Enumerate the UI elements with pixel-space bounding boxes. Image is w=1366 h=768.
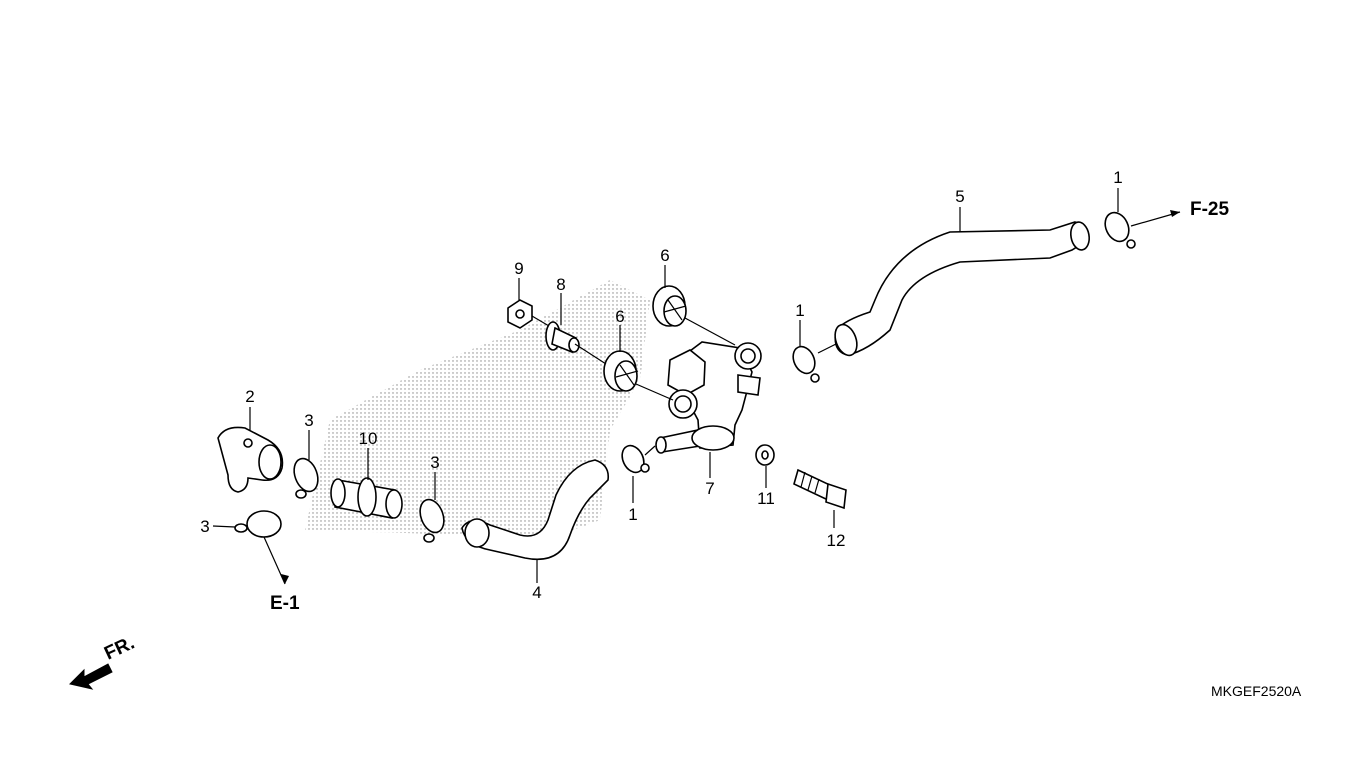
callout-6-upper: 6 [660, 246, 669, 265]
part-11-washer[interactable] [755, 444, 775, 466]
callout-6-lower: 6 [615, 307, 624, 326]
callout-5: 5 [955, 187, 964, 206]
part-3-clamp-middle[interactable] [416, 496, 448, 543]
part-1-clamp-mid[interactable] [789, 343, 820, 383]
part-1-clamp-upper[interactable] [1101, 209, 1136, 249]
direction-label: FR. [101, 633, 138, 665]
reference-link-front[interactable]: F-25 [1190, 199, 1230, 220]
part-1-clamp-lower[interactable] [618, 442, 650, 476]
part-3-clamp-lower[interactable] [234, 510, 282, 538]
callout-1-mid: 1 [795, 301, 804, 320]
callout-1-upper: 1 [1113, 168, 1122, 187]
callout-3-middle: 3 [430, 453, 439, 472]
front-direction-arrow-icon [69, 663, 113, 690]
callout-3-left: 3 [304, 411, 313, 430]
callout-1-lower: 1 [628, 505, 637, 524]
part-5-upper-hose[interactable] [831, 221, 1091, 359]
part-6-rubber-lower[interactable] [603, 350, 639, 392]
part-6-rubber-upper[interactable] [652, 285, 687, 327]
part-7-pair-valve[interactable] [655, 341, 762, 454]
callout-2: 2 [245, 387, 254, 406]
callout-12: 12 [827, 531, 846, 550]
part-4-lower-hose[interactable] [461, 459, 610, 560]
leader-lines [212, 188, 1181, 585]
callout-3-lower: 3 [200, 517, 209, 536]
callout-9: 9 [514, 259, 523, 278]
part-2-elbow[interactable] [217, 426, 284, 493]
callout-8: 8 [556, 275, 565, 294]
callout-7: 7 [705, 479, 714, 498]
part-12-bolt[interactable] [793, 468, 847, 510]
drawing-code: MKGEF2520A [1211, 683, 1302, 699]
part-3-clamp-left[interactable] [290, 455, 322, 499]
reference-link-bottom[interactable]: E-1 [270, 593, 300, 614]
part-9-nut[interactable] [507, 299, 533, 329]
part-10-joint-pipe[interactable] [330, 477, 403, 519]
callout-4: 4 [532, 583, 541, 602]
part-8-collar[interactable] [545, 321, 580, 354]
callout-11: 11 [757, 489, 775, 508]
callout-10: 10 [359, 429, 378, 448]
